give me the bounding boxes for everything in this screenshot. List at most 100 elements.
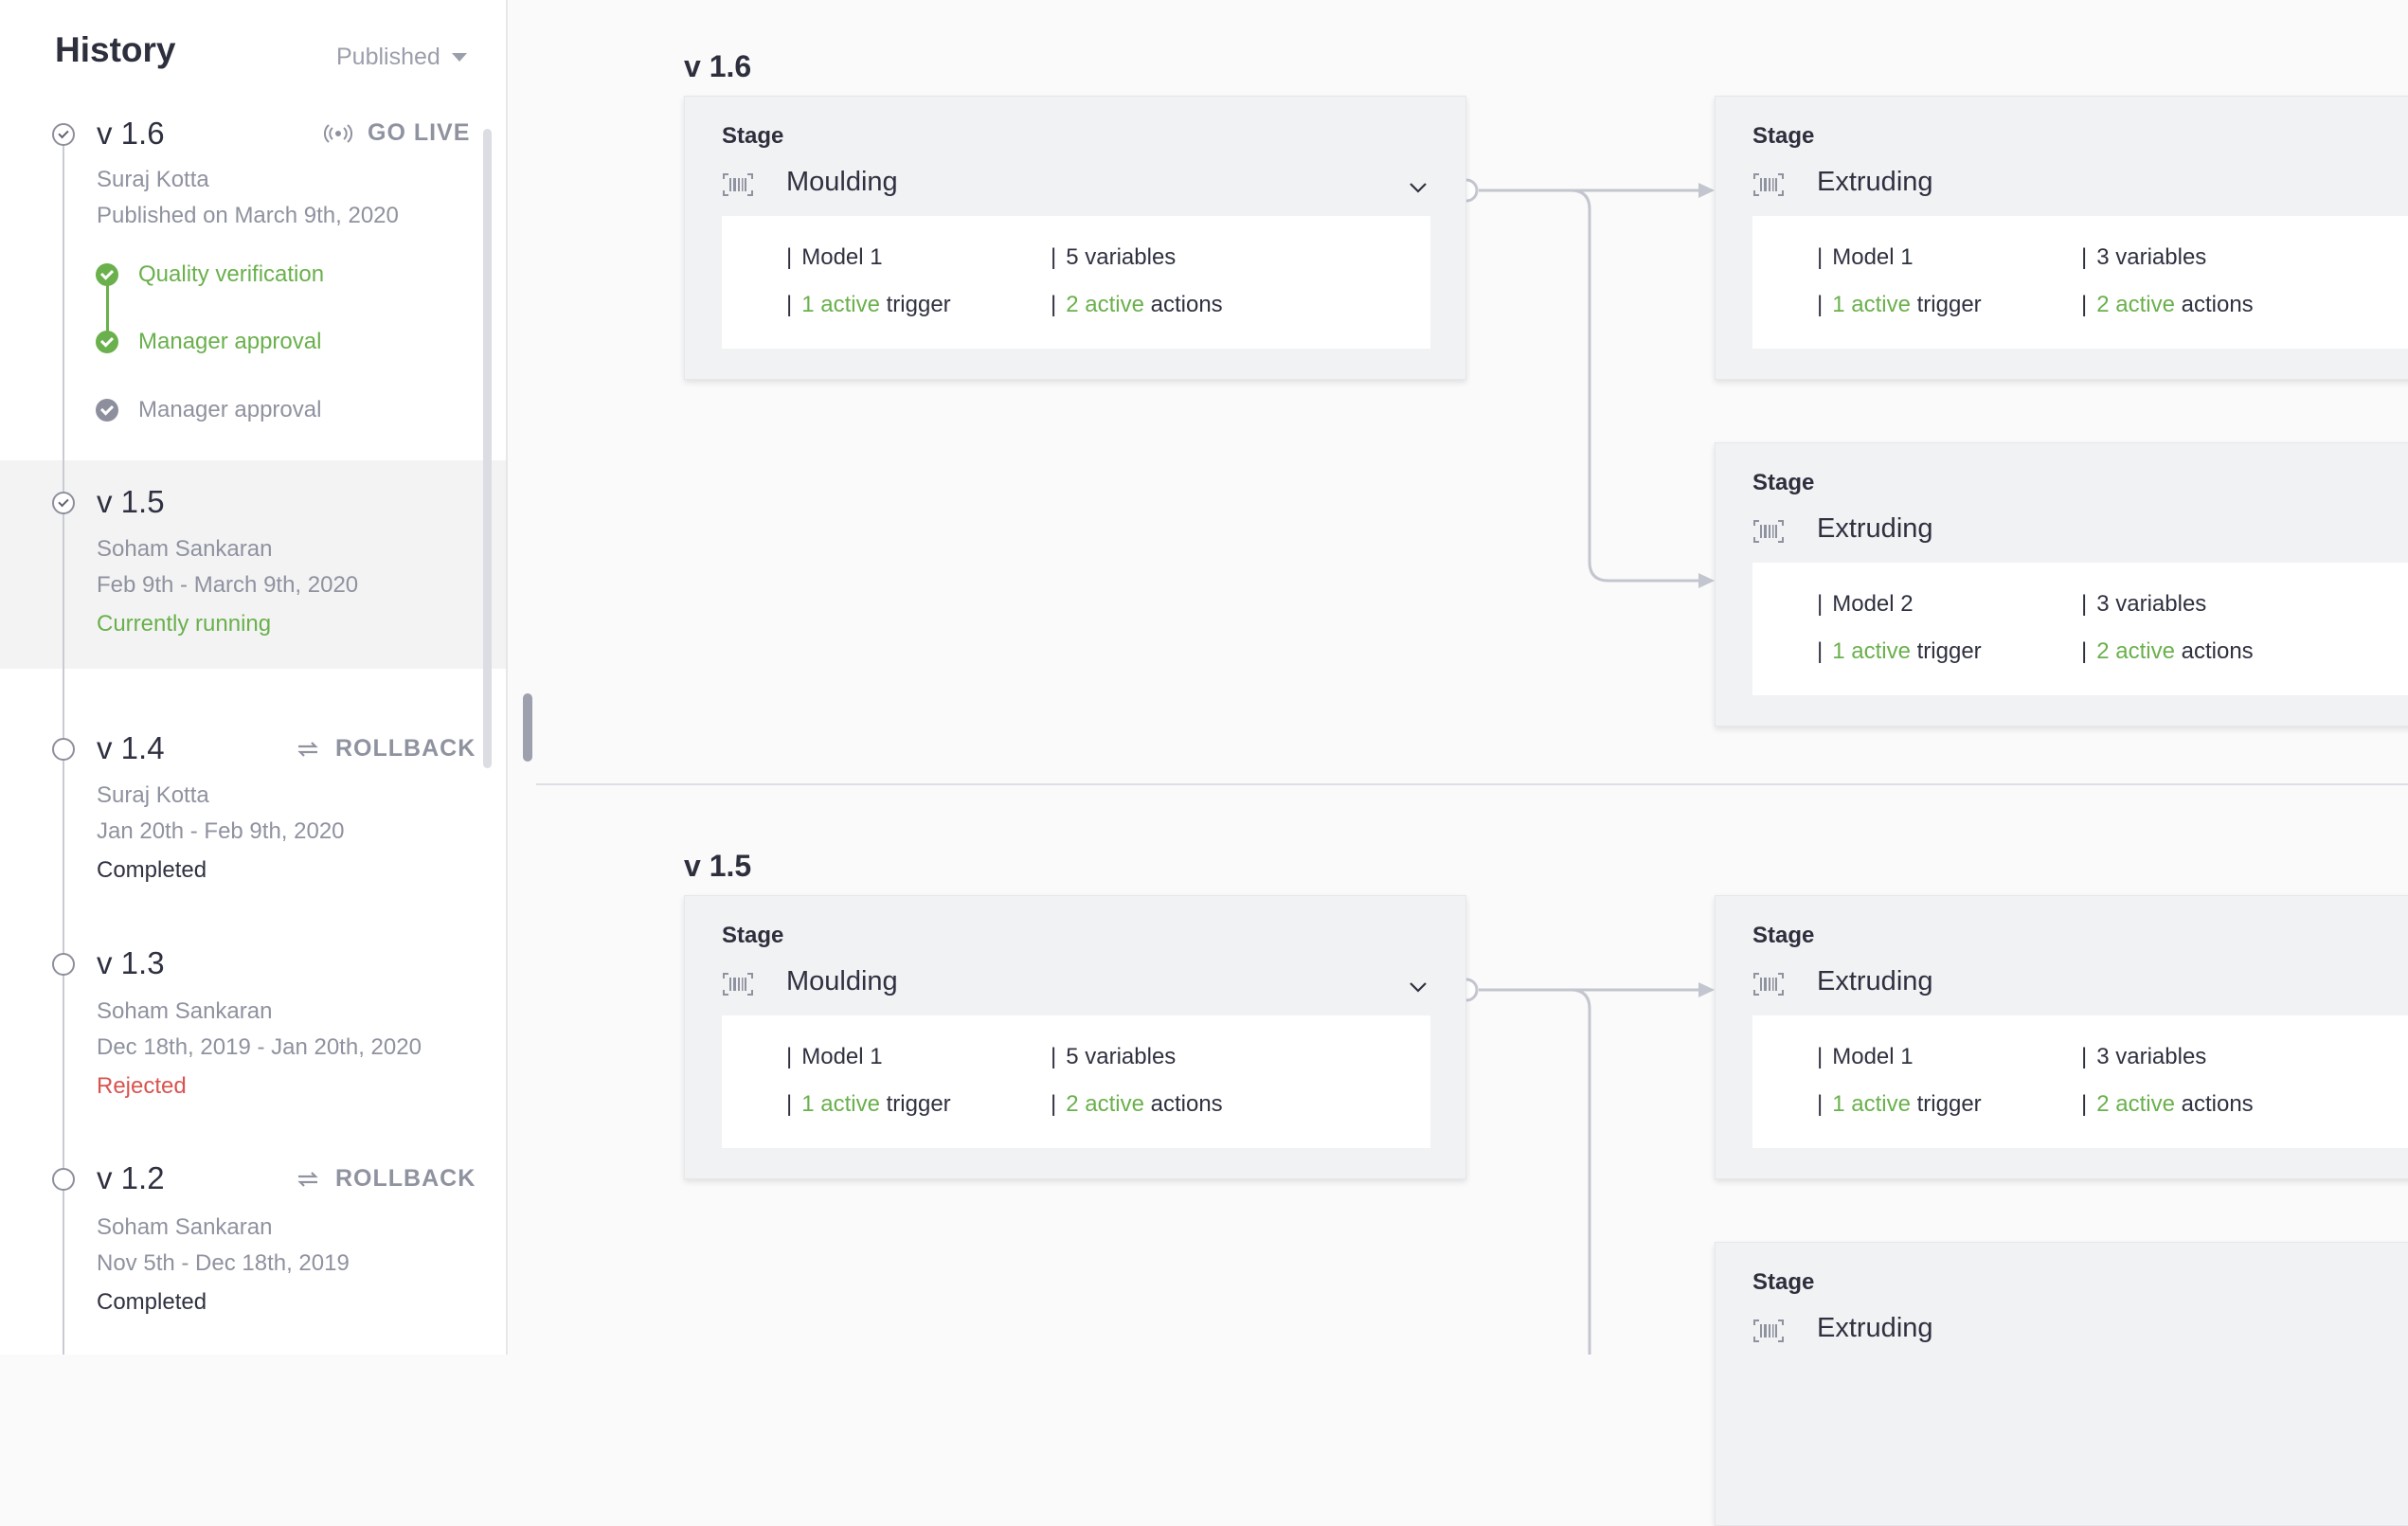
barcode-icon xyxy=(1753,1320,1784,1342)
model-name: Model 1 xyxy=(1832,1044,1914,1069)
version-date: Nov 5th - Dec 18th, 2019 xyxy=(97,1250,350,1276)
caret-down-icon xyxy=(451,53,467,62)
actions-word: actions xyxy=(2181,638,2254,664)
version-status: Completed xyxy=(97,857,207,883)
version-date: Dec 18th, 2019 - Jan 20th, 2020 xyxy=(97,1034,422,1060)
go-live-button[interactable]: GO LIVE xyxy=(324,119,470,147)
approval-progress-line xyxy=(106,277,109,341)
version-status: Rejected xyxy=(97,1073,187,1099)
trigger-cell[interactable]: |1 active trigger xyxy=(1817,292,1982,317)
rollback-button[interactable]: ROLLBACK xyxy=(296,1165,476,1193)
active-actions-count: 2 active xyxy=(1066,292,1144,317)
timeline-node-done xyxy=(52,492,75,514)
version-label[interactable]: v 1.5 xyxy=(97,484,165,519)
actions-word: actions xyxy=(2181,1091,2254,1117)
actions-cell[interactable]: |2 active actions xyxy=(2081,638,2254,664)
sidebar-title: History xyxy=(55,30,176,69)
model-name: Model 2 xyxy=(1832,591,1914,617)
active-actions-count: 2 active xyxy=(2096,638,2175,664)
version-label[interactable]: v 1.6 xyxy=(97,116,165,151)
stage-label: Stage xyxy=(1752,923,1815,948)
stage-card[interactable]: Stage Extruding xyxy=(1715,1242,2408,1526)
stage-label: Stage xyxy=(1752,123,1815,149)
version-date: Published on March 9th, 2020 xyxy=(97,203,399,228)
stage-card[interactable]: Stage Moulding |Model 1 |5 variables |1 … xyxy=(684,895,1466,1179)
variables-count: 3 variables xyxy=(2096,591,2207,617)
selected-version-highlight xyxy=(0,460,506,669)
barcode-icon xyxy=(1753,520,1784,543)
filter-label: Published xyxy=(336,44,440,70)
actions-word: actions xyxy=(1150,292,1223,317)
version-date: Jan 20th - Feb 9th, 2020 xyxy=(97,818,345,844)
stage-name: Extruding xyxy=(1817,966,1933,996)
rollback-button[interactable]: ROLLBACK xyxy=(296,735,476,763)
active-trigger-count: 1 active xyxy=(1832,1091,1911,1117)
rollback-icon xyxy=(297,741,318,757)
active-actions-count: 2 active xyxy=(2096,292,2175,317)
stage-details: |Model 1 |5 variables |1 active trigger … xyxy=(722,1015,1430,1148)
stage-details: |Model 1 |3 variables |1 active trigger … xyxy=(1752,216,2408,349)
actions-cell[interactable]: |2 active actions xyxy=(2081,292,2254,317)
stage-name: Extruding xyxy=(1817,1313,1933,1343)
section-title: v 1.5 xyxy=(684,849,752,883)
active-trigger-count: 1 active xyxy=(801,292,880,317)
version-label[interactable]: v 1.3 xyxy=(97,945,165,980)
barcode-icon xyxy=(723,973,753,996)
stage-name: Moulding xyxy=(786,966,898,996)
sidebar-scrollbar[interactable] xyxy=(483,129,492,768)
trigger-word: trigger xyxy=(1916,1091,1982,1117)
actions-word: actions xyxy=(2181,292,2254,317)
version-author: Soham Sankaran xyxy=(97,998,273,1024)
version-status: Currently running xyxy=(97,611,272,637)
trigger-cell[interactable]: |1 active trigger xyxy=(1817,1091,1982,1117)
trigger-word: trigger xyxy=(1916,638,1982,664)
approval-step-label: Manager approval xyxy=(138,329,322,354)
trigger-word: trigger xyxy=(886,1091,951,1117)
go-live-label: GO LIVE xyxy=(368,119,471,146)
timeline-node xyxy=(52,953,75,976)
model-name: Model 1 xyxy=(1832,244,1914,270)
version-author: Suraj Kotta xyxy=(97,782,209,808)
variables-cell: |5 variables xyxy=(1051,244,1177,270)
trigger-cell[interactable]: |1 active trigger xyxy=(1817,638,1982,664)
actions-cell[interactable]: |2 active actions xyxy=(2081,1091,2254,1117)
actions-cell[interactable]: |2 active actions xyxy=(1051,1091,1223,1117)
stage-label: Stage xyxy=(722,923,784,948)
timeline-node-done xyxy=(52,123,75,146)
chevron-down-icon[interactable] xyxy=(1409,182,1428,193)
model-name: Model 1 xyxy=(801,1044,883,1069)
trigger-cell[interactable]: |1 active trigger xyxy=(786,292,951,317)
variables-cell: |3 variables xyxy=(2081,591,2207,617)
trigger-word: trigger xyxy=(1916,292,1982,317)
model-cell: |Model 1 xyxy=(786,1044,883,1069)
stage-card[interactable]: Stage Extruding |Model 1 |3 variables |1… xyxy=(1715,895,2408,1179)
version-author: Soham Sankaran xyxy=(97,536,273,562)
published-filter-dropdown[interactable]: Published xyxy=(336,44,467,71)
stage-details: |Model 1 |5 variables |1 active trigger … xyxy=(722,216,1430,349)
version-author: Suraj Kotta xyxy=(97,167,209,192)
actions-word: actions xyxy=(1150,1091,1223,1117)
active-trigger-count: 1 active xyxy=(1832,638,1911,664)
rollback-label: ROLLBACK xyxy=(335,1165,476,1192)
version-label[interactable]: v 1.2 xyxy=(97,1160,165,1195)
active-actions-count: 2 active xyxy=(2096,1091,2175,1117)
version-label[interactable]: v 1.4 xyxy=(97,730,165,765)
stage-card[interactable]: Stage Extruding |Model 1 |3 variables |1… xyxy=(1715,96,2408,380)
stage-details: |Model 2 |3 variables |1 active trigger … xyxy=(1752,563,2408,695)
barcode-icon xyxy=(1753,173,1784,196)
barcode-icon xyxy=(723,173,753,196)
stage-label: Stage xyxy=(722,123,784,149)
trigger-cell[interactable]: |1 active trigger xyxy=(786,1091,951,1117)
actions-cell[interactable]: |2 active actions xyxy=(1051,292,1223,317)
chevron-down-icon[interactable] xyxy=(1409,981,1428,993)
stage-card[interactable]: Stage Extruding |Model 2 |3 variables |1… xyxy=(1715,442,2408,727)
model-cell: |Model 1 xyxy=(786,244,883,270)
trigger-word: trigger xyxy=(886,292,951,317)
main-scrollbar[interactable] xyxy=(523,693,532,762)
stage-label: Stage xyxy=(1752,1269,1815,1295)
active-trigger-count: 1 active xyxy=(1832,292,1911,317)
stage-connectors xyxy=(1454,178,1715,1355)
variables-cell: |3 variables xyxy=(2081,1044,2207,1069)
stage-card[interactable]: Stage Moulding |Model 1 |5 variables |1 … xyxy=(684,96,1466,380)
variables-cell: |3 variables xyxy=(2081,244,2207,270)
